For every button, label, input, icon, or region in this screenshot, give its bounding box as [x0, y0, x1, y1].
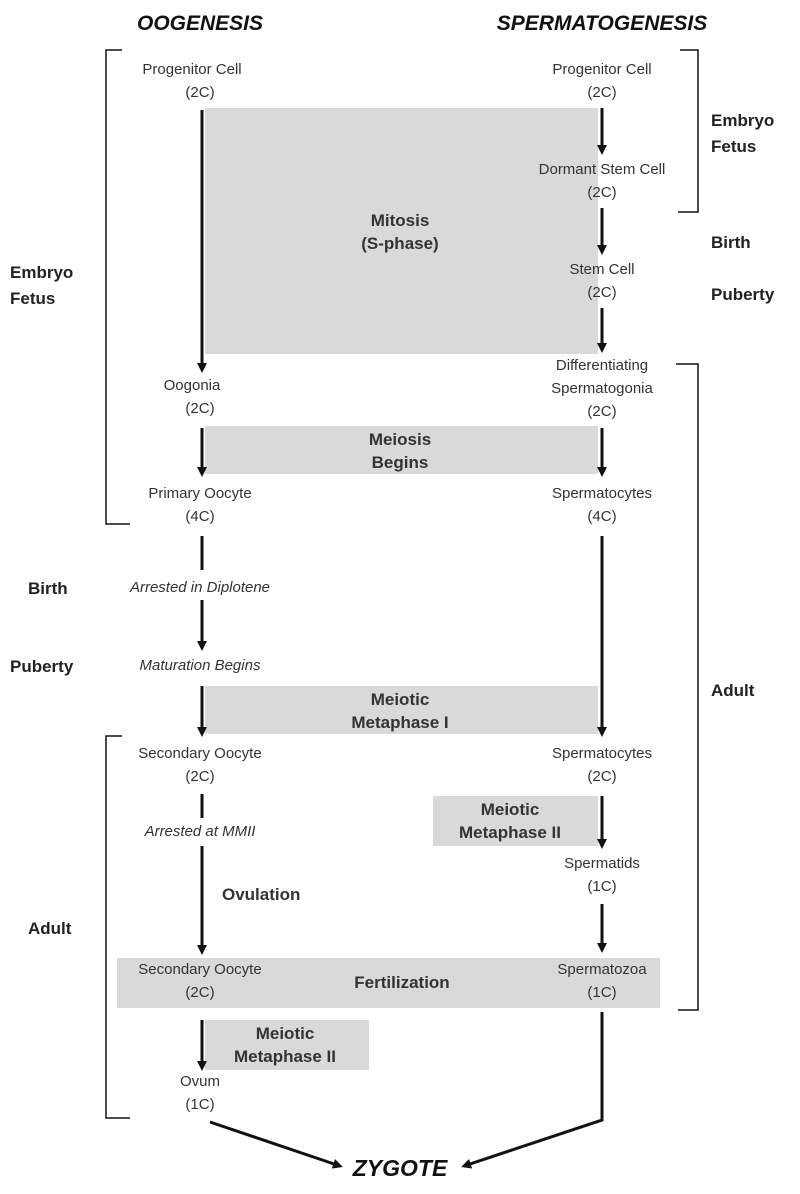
spermatocytes-2c-name: Spermatocytes	[552, 745, 652, 762]
metaphase-i-label-1: Meiotic	[371, 690, 430, 709]
sperm-metaphase-ii-band	[433, 796, 598, 846]
left-birth-label: Birth	[28, 579, 68, 598]
dormant-stem-c: (2C)	[587, 184, 616, 201]
sperm-mmii-label-1: Meiotic	[481, 800, 540, 819]
ovulation-label: Ovulation	[222, 885, 300, 904]
spermatocytes-2c-c: (2C)	[587, 768, 616, 785]
right-fetus-label: Fetus	[711, 137, 756, 156]
spermatids-name: Spermatids	[564, 855, 640, 872]
zygote-label: ZYGOTE	[352, 1155, 448, 1181]
oo-progenitor-c: (2C)	[185, 84, 214, 101]
secondary-oocyte-1-c: (2C)	[185, 768, 214, 785]
ovum-name: Ovum	[180, 1073, 220, 1090]
left-adult-label: Adult	[28, 919, 72, 938]
right-puberty-label: Puberty	[711, 285, 775, 304]
spermatozoa-c: (1C)	[587, 984, 616, 1001]
sp-progenitor-c: (2C)	[587, 84, 616, 101]
ovum-metaphase-ii-band	[205, 1020, 369, 1070]
differentiating-line2: Spermatogonia	[551, 380, 653, 397]
spermatocytes-4c-name: Spermatocytes	[552, 485, 652, 502]
oogonia-c: (2C)	[185, 400, 214, 417]
secondary-oocyte-1-name: Secondary Oocyte	[138, 745, 261, 762]
metaphase-i-band	[205, 686, 598, 734]
s-phase-label: (S-phase)	[361, 234, 438, 253]
primary-oocyte-name: Primary Oocyte	[148, 485, 251, 502]
mitosis-label: Mitosis	[371, 211, 430, 230]
sp-progenitor-name: Progenitor Cell	[552, 61, 651, 78]
left-puberty-label: Puberty	[10, 657, 74, 676]
fertilization-band	[117, 958, 660, 1008]
stem-cell-name: Stem Cell	[569, 261, 634, 278]
left-fetus-label: Fetus	[10, 289, 55, 308]
mitosis-band	[205, 108, 598, 354]
spermatozoa-name: Spermatozoa	[557, 961, 647, 978]
meiosis-band	[205, 426, 598, 474]
oogenesis-header: OOGENESIS	[137, 12, 263, 35]
ovum-mmii-label-2: Metaphase II	[234, 1047, 336, 1066]
metaphase-i-label-2: Metaphase I	[351, 713, 448, 732]
left-embryo-bracket	[105, 49, 130, 525]
differentiating-c: (2C)	[587, 403, 616, 420]
right-adult-label: Adult	[711, 681, 755, 700]
spermatogenesis-header: SPERMATOGENESIS	[497, 12, 707, 35]
spermatocytes-4c-c: (4C)	[587, 508, 616, 525]
dormant-stem-name: Dormant Stem Cell	[539, 161, 666, 178]
right-embryo-label: Embryo	[711, 111, 774, 130]
arrow-spermatozoa-to-zygote	[461, 1012, 604, 1169]
ovum-mmii-label-1: Meiotic	[256, 1024, 315, 1043]
meiosis-label: Meiosis	[369, 430, 431, 449]
spermatids-c: (1C)	[587, 878, 616, 895]
primary-oocyte-c: (4C)	[185, 508, 214, 525]
differentiating-line1: Differentiating	[556, 357, 648, 374]
stem-cell-c: (2C)	[587, 284, 616, 301]
oogonia-name: Oogonia	[164, 377, 221, 394]
fertilization-label: Fertilization	[354, 973, 449, 992]
ovum-c: (1C)	[185, 1096, 214, 1113]
left-embryo-label: Embryo	[10, 263, 73, 282]
arrow-ovum-to-zygote	[209, 1120, 343, 1169]
maturation-begins: Maturation Begins	[140, 657, 261, 674]
oo-progenitor-name: Progenitor Cell	[142, 61, 241, 78]
arrested-diplotene: Arrested in Diplotene	[129, 579, 270, 596]
left-adult-bracket	[105, 735, 130, 1119]
right-birth-label: Birth	[711, 233, 751, 252]
right-embryo-bracket	[678, 49, 699, 213]
begins-label: Begins	[372, 453, 429, 472]
arrested-mmii: Arrested at MMII	[144, 823, 256, 840]
secondary-oocyte-2-c: (2C)	[185, 984, 214, 1001]
sperm-mmii-label-2: Metaphase II	[459, 823, 561, 842]
right-adult-bracket	[676, 363, 699, 1011]
secondary-oocyte-2-name: Secondary Oocyte	[138, 961, 261, 978]
